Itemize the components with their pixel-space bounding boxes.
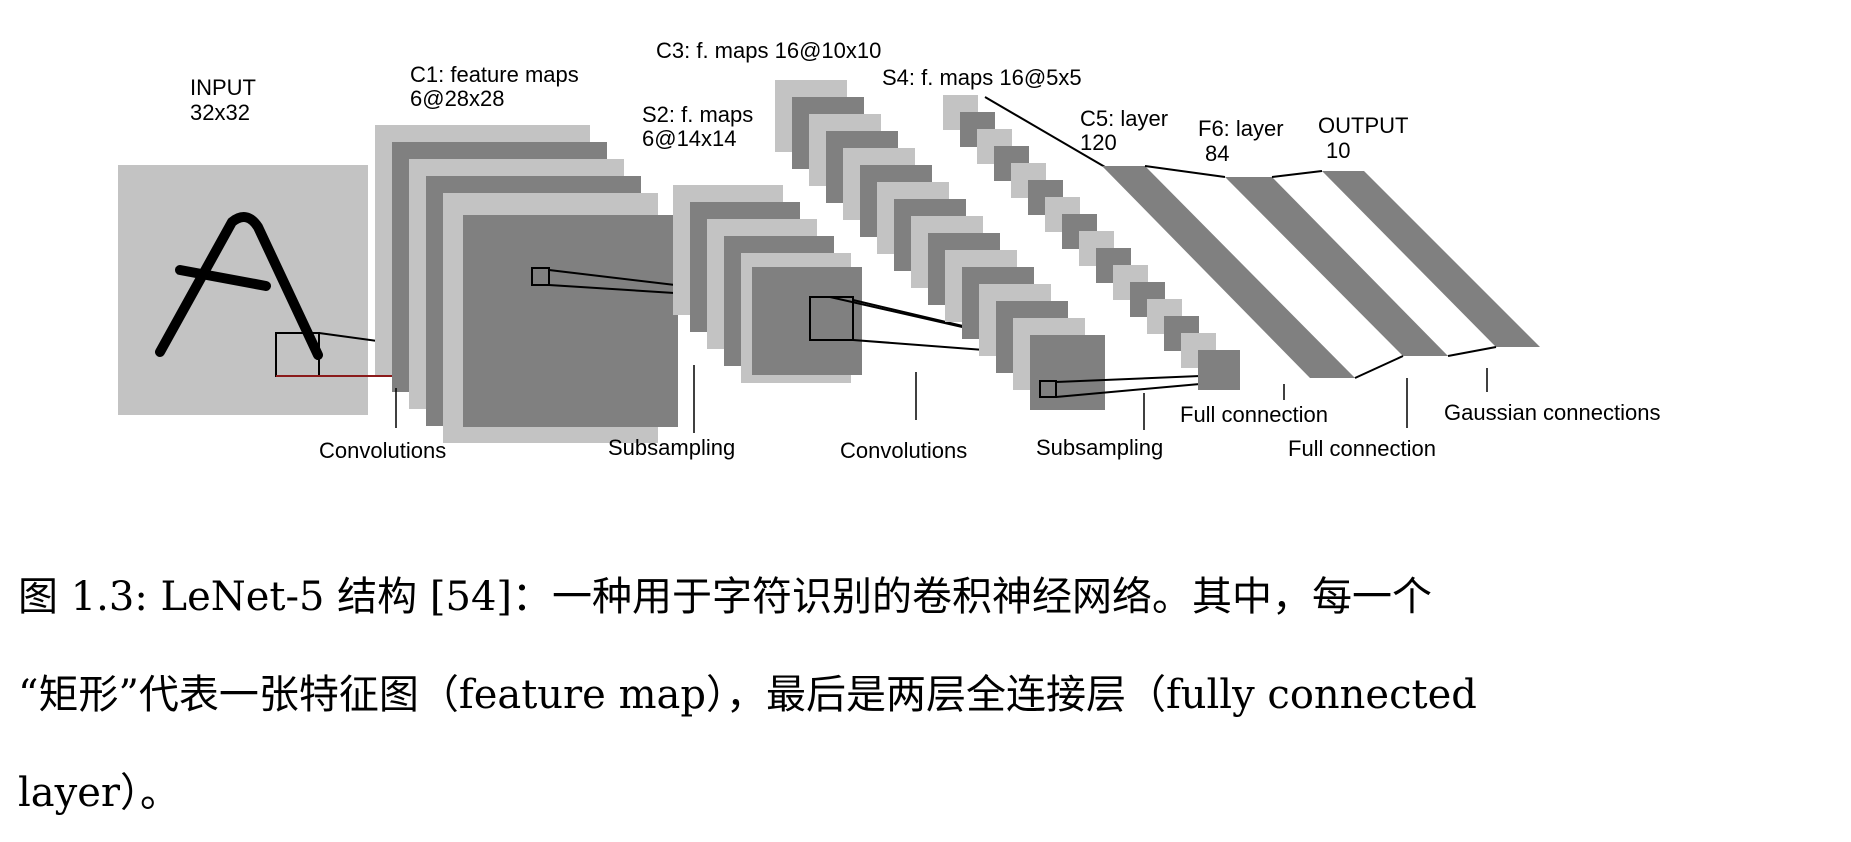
input-glyph-bar xyxy=(175,265,271,291)
c1-label: C1: feature maps xyxy=(410,62,579,87)
s4-feature-maps xyxy=(943,95,1240,390)
full1-label: Full connection xyxy=(1180,402,1328,427)
caption-line-2: “矩形”代表一张特征图（feature map），最后是两层全连接层（fully… xyxy=(18,672,1477,718)
caption-line-1: 图 1.3: LeNet-5 结构 [54]：一种用于字符识别的卷积神经网络。其… xyxy=(18,574,1433,620)
s4-c5-connection xyxy=(984,96,1106,168)
c5-layer xyxy=(1102,166,1355,378)
c1-size-label: 6@28x28 xyxy=(410,86,505,111)
output-size-label: 10 xyxy=(1326,138,1350,163)
conv1-label: Convolutions xyxy=(319,438,446,463)
f6-output-bottom-connection xyxy=(1447,346,1497,357)
sub2-label: Subsampling xyxy=(1036,435,1163,460)
output-label: OUTPUT xyxy=(1318,113,1408,138)
gauss-label: Gaussian connections xyxy=(1444,400,1660,425)
s2-label: S2: f. maps xyxy=(642,102,753,127)
c1-feature-maps xyxy=(375,125,678,443)
conv2-label: Convolutions xyxy=(840,438,967,463)
s2-size-label: 6@14x14 xyxy=(642,126,737,151)
c5-label: C5: layer xyxy=(1080,106,1168,131)
s2-feature-maps xyxy=(673,185,862,383)
input-image xyxy=(118,165,368,415)
c3-label: C3: f. maps 16@10x10 xyxy=(656,38,881,63)
c5-f6-bottom-connection xyxy=(1354,355,1404,379)
figure-caption: 图 1.3: LeNet-5 结构 [54]：一种用于字符识别的卷积神经网络。其… xyxy=(18,548,1838,842)
s4-label: S4: f. maps 16@5x5 xyxy=(882,65,1082,90)
input-size-label: 32x32 xyxy=(190,100,250,125)
input-glyph-a xyxy=(155,212,323,360)
output-layer xyxy=(1322,171,1540,347)
c5-size-label: 120 xyxy=(1080,130,1117,155)
f6-size-label: 84 xyxy=(1205,141,1229,166)
f6-output-top-connection xyxy=(1271,170,1323,178)
sub2-projection-top xyxy=(1055,375,1201,383)
full2-label: Full connection xyxy=(1288,436,1436,461)
c3-receptive-field xyxy=(1039,380,1057,398)
f6-layer xyxy=(1225,177,1448,356)
lenet5-diagram: INPUT 32x32 C1: feature maps 6@28x28 S2:… xyxy=(118,38,1660,463)
f6-label: F6: layer xyxy=(1198,116,1284,141)
sub2-projection-bottom xyxy=(1055,383,1201,398)
caption-line-3: layer）。 xyxy=(18,770,181,816)
c5-f6-top-connection xyxy=(1144,165,1226,178)
input-label: INPUT xyxy=(190,75,256,100)
sub1-label: Subsampling xyxy=(608,435,735,460)
c1-receptive-field xyxy=(531,267,550,286)
c3-feature-maps xyxy=(775,80,1105,410)
